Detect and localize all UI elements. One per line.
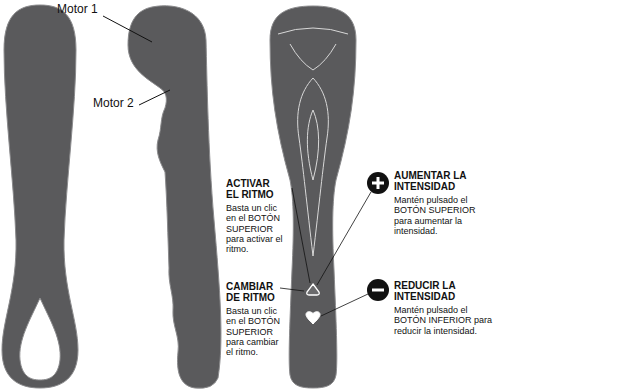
plus-symbol [372, 177, 384, 189]
bottom-button [306, 312, 320, 324]
body-contour [298, 78, 329, 256]
head-seam [278, 28, 348, 34]
callout-heading: ACTIVAR EL RITMO [226, 178, 284, 200]
top-button [307, 284, 320, 295]
leader-line [317, 192, 371, 285]
callout-text: Basta un clic en el BOTÓN SUPERIOR para … [226, 306, 284, 356]
handle-hole [20, 298, 60, 380]
leader-line [280, 288, 304, 291]
part-name: Motor 2 [93, 97, 134, 110]
head-notch [290, 44, 336, 70]
callout-text: Mantén pulsado el BOTÓN INFERIOR para re… [394, 305, 494, 335]
minus-badge [367, 279, 389, 301]
part-name: Motor 1 [57, 3, 98, 16]
minus-symbol [372, 289, 384, 292]
device-side-view [128, 6, 221, 389]
device-front-view [2, 5, 78, 388]
leader-line [292, 188, 310, 283]
callout-text: Mantén pulsado el BOTÓN SUPERIOR para au… [394, 195, 494, 235]
callout-heading: REDUCIR LA INTENSIDAD [394, 280, 494, 302]
leader-line [103, 16, 152, 42]
device-button-view [270, 6, 356, 388]
callout-heading: AUMENTAR LA INTENSIDAD [394, 170, 494, 192]
leader-line [321, 294, 368, 316]
callout-heading: CAMBIAR DE RITMO [226, 281, 284, 303]
callout-text: Basta un clic en el BOTÓN SUPERIOR para … [226, 203, 284, 253]
leader-line [139, 90, 170, 105]
plus-badge [367, 172, 389, 194]
body-contour-inner [307, 110, 318, 180]
